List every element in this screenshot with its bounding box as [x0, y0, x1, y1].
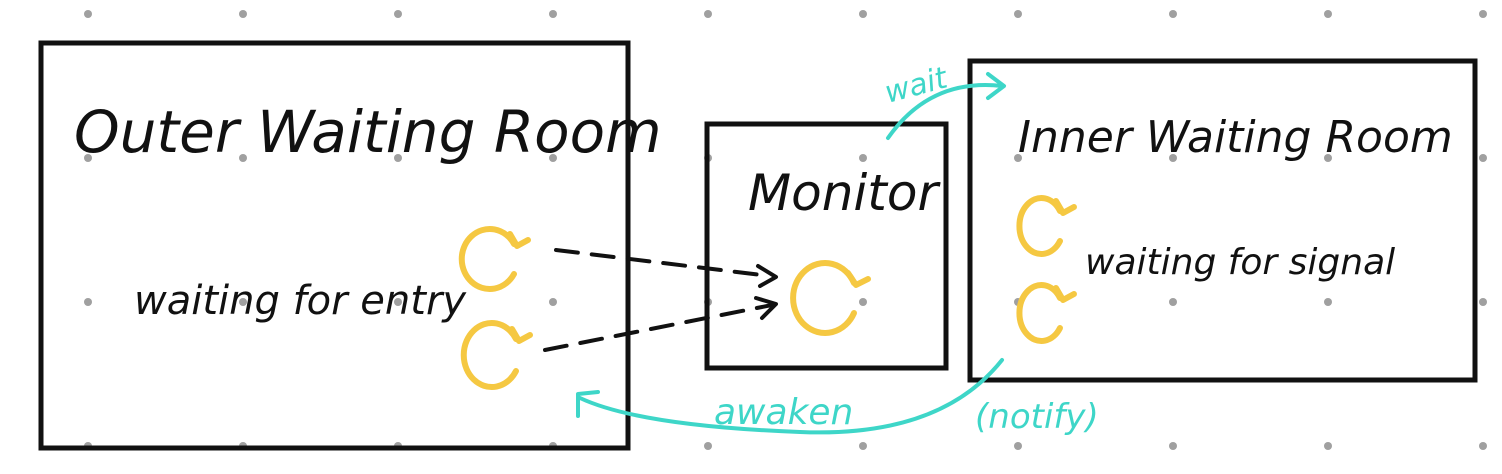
monitor-box — [704, 121, 949, 371]
grid-dot — [1169, 10, 1177, 18]
grid-dot — [84, 298, 92, 306]
monitor-title: Monitor — [748, 164, 942, 222]
inner-waiting-room: Inner Waiting Room waiting for signal — [967, 58, 1478, 383]
grid-dot — [394, 10, 402, 18]
grid-dot — [1169, 298, 1177, 306]
grid-dot — [239, 10, 247, 18]
circular-arrow-icon — [460, 320, 533, 390]
grid-dot — [84, 10, 92, 18]
dot-grid-background — [84, 10, 1487, 450]
grid-dot — [1324, 442, 1332, 450]
grid-dot — [1169, 154, 1177, 162]
grid-dot — [1324, 10, 1332, 18]
circular-arrow-icon — [790, 260, 871, 336]
grid-dot — [1479, 10, 1487, 18]
outer-waiting-room-title: Outer Waiting Room — [74, 98, 662, 166]
grid-dot — [1324, 298, 1332, 306]
grid-dot — [549, 154, 557, 162]
circular-arrow-icon — [1016, 282, 1077, 344]
grid-dot — [704, 10, 712, 18]
grid-dot — [549, 298, 557, 306]
inner-waiting-room-box — [967, 58, 1478, 383]
grid-dot — [1479, 298, 1487, 306]
awaken-label: awaken — [714, 392, 853, 433]
circular-arrow-icon — [1016, 195, 1077, 257]
grid-dot — [1169, 442, 1177, 450]
grid-dot — [1014, 442, 1022, 450]
notify-label: (notify) — [975, 397, 1099, 437]
outer-waiting-room-box — [38, 40, 631, 451]
grid-dot — [549, 10, 557, 18]
monitor: Monitor — [704, 121, 949, 371]
grid-dot — [1324, 154, 1332, 162]
grid-dot — [859, 154, 867, 162]
grid-dot — [239, 154, 247, 162]
grid-dot — [1014, 154, 1022, 162]
grid-dot — [859, 442, 867, 450]
entry-arrow-bottom — [543, 296, 778, 352]
grid-dot — [84, 154, 92, 162]
grid-dot — [1014, 10, 1022, 18]
wait-label: wait — [881, 60, 952, 110]
inner-waiting-room-title: Inner Waiting Room — [1018, 112, 1453, 163]
grid-dot — [239, 298, 247, 306]
entry-arrow-top — [554, 248, 778, 288]
grid-dot — [394, 154, 402, 162]
circular-arrow-icon — [458, 226, 531, 292]
awaken-arrow — [576, 358, 1004, 435]
grid-dot — [704, 442, 712, 450]
grid-dot — [1479, 154, 1487, 162]
wait-arrow — [886, 72, 1006, 140]
grid-dot — [394, 298, 402, 306]
outer-waiting-room: Outer Waiting Room waiting for entry — [38, 40, 662, 451]
outer-waiting-room-caption: waiting for entry — [134, 278, 467, 324]
grid-dot — [1479, 442, 1487, 450]
inner-waiting-room-caption: waiting for signal — [1085, 242, 1395, 283]
grid-dot — [859, 10, 867, 18]
grid-dot — [859, 298, 867, 306]
